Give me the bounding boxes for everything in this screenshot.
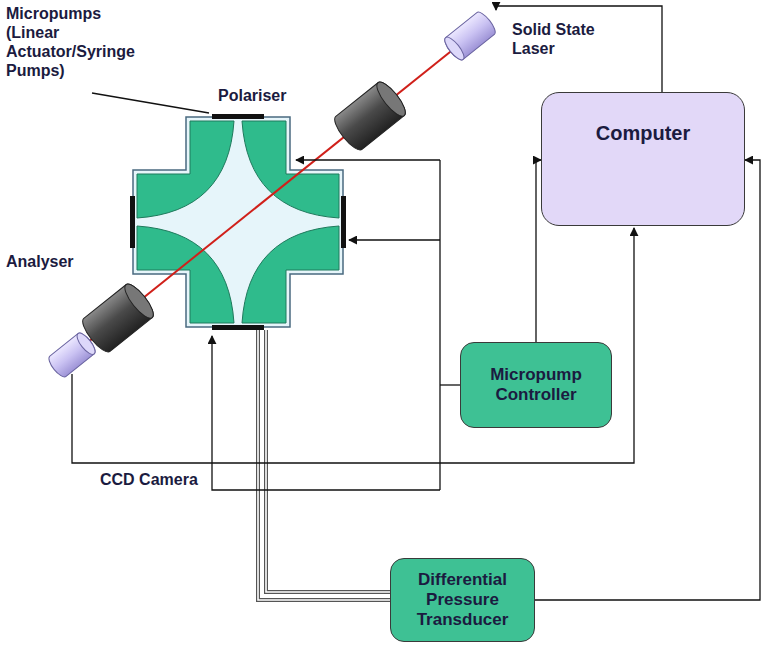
transducer-box: Differential Pressure Transducer [390, 558, 535, 642]
part-label: Polariser [218, 86, 308, 105]
computer-box: Computer [541, 92, 745, 226]
part-label: CCD Camera [100, 470, 220, 489]
camera-cylinder [46, 330, 98, 379]
node-text: Micropump Controller [471, 365, 601, 405]
signal-wire [72, 228, 634, 463]
polariser-cylinder [330, 78, 409, 153]
pressure-tube [258, 330, 390, 600]
part-label: Micropumps (Linear Actuator/Syringe Pump… [6, 4, 154, 80]
leader-line [92, 93, 209, 113]
laser-beam [72, 36, 470, 355]
node-text: Differential Pressure Transducer [401, 570, 524, 630]
laser-cylinder [442, 9, 499, 62]
control-wire [496, 6, 662, 92]
part-label: Solid State Laser [512, 20, 612, 58]
controller-box: Micropump Controller [460, 342, 612, 428]
pump-wires [212, 160, 460, 490]
node-text: Computer [596, 121, 690, 145]
part-label: Analyser [6, 252, 96, 271]
